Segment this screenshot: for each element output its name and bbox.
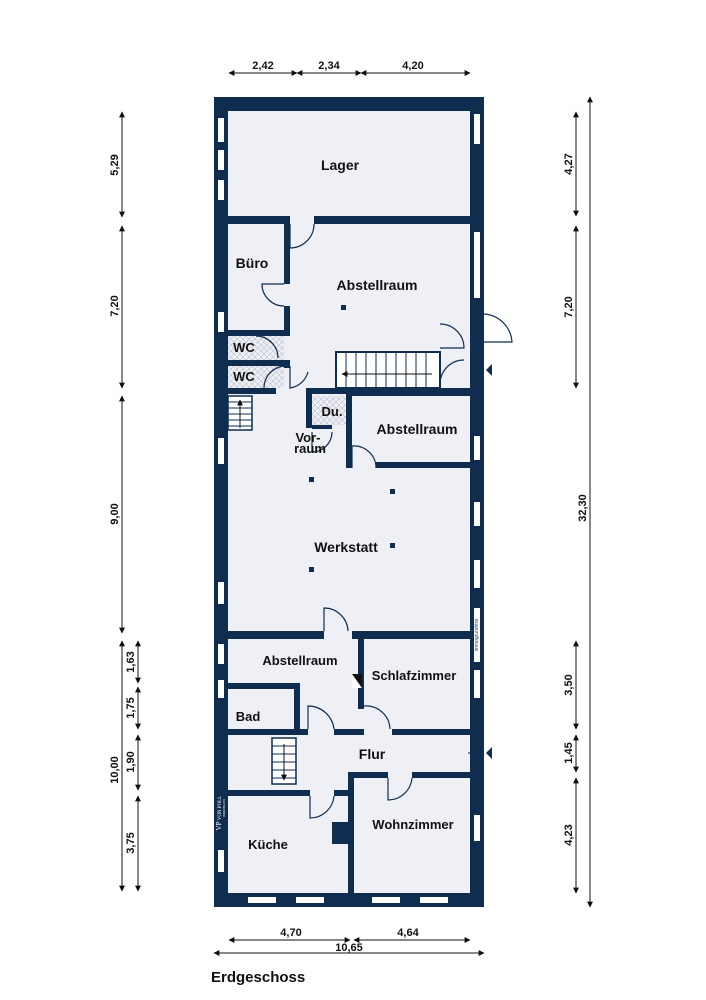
inner-walls bbox=[228, 216, 470, 893]
wc-floor-1 bbox=[228, 336, 284, 360]
dimension-lines bbox=[119, 70, 593, 956]
svg-text:VON POLL: VON POLL bbox=[218, 796, 223, 821]
watermark-side: immogrundriss bbox=[474, 608, 480, 662]
room-wohnzimmer: Wohnzimmer bbox=[372, 817, 453, 832]
staircase-flur bbox=[271, 737, 297, 785]
svg-text:VP: VP bbox=[215, 821, 223, 830]
room-dusche: Du. bbox=[322, 404, 343, 419]
staircase-left bbox=[227, 395, 253, 431]
dim-bottom-1: 4,70 bbox=[280, 927, 301, 939]
dim-left-outer-2: 7,20 bbox=[109, 295, 121, 316]
shower-floor bbox=[312, 396, 346, 425]
watermark-logo: VP VON POLL IMMOBILIEN bbox=[214, 776, 228, 834]
room-abstellraum-low: Abstellraum bbox=[262, 653, 337, 668]
room-abstellraum-top: Abstellraum bbox=[337, 277, 418, 293]
dim-bottom-total: 10,65 bbox=[335, 942, 363, 954]
dim-left-inner-3: 1,90 bbox=[125, 751, 137, 772]
room-werkstatt: Werkstatt bbox=[314, 539, 378, 555]
room-vorraum-2: raum bbox=[294, 441, 326, 456]
entrance-arrow-1 bbox=[486, 364, 492, 376]
dim-right-total: 32,30 bbox=[577, 494, 589, 522]
room-kueche: Küche bbox=[248, 837, 288, 852]
room-abstellraum-mid: Abstellraum bbox=[377, 421, 458, 437]
dim-left-inner-4: 3,75 bbox=[125, 832, 137, 853]
dim-right-inner-3: 3,50 bbox=[563, 674, 575, 695]
room-vorraum-1: Vor- bbox=[295, 430, 320, 445]
svg-text:immogrundriss: immogrundriss bbox=[474, 618, 480, 651]
room-lager: Lager bbox=[321, 157, 360, 173]
room-schlafzimmer: Schlafzimmer bbox=[372, 668, 457, 683]
staircase-main bbox=[335, 351, 441, 389]
dim-left-outer-3: 9,00 bbox=[109, 503, 121, 524]
dim-top-1: 2,42 bbox=[252, 60, 273, 72]
room-buero: Büro bbox=[236, 255, 269, 271]
room-flur: Flur bbox=[359, 746, 386, 762]
dim-right-inner-2: 7,20 bbox=[563, 296, 575, 317]
floor-title: Erdgeschoss bbox=[211, 969, 305, 986]
svg-text:IMMOBILIEN: IMMOBILIEN bbox=[222, 798, 226, 817]
dim-left-outer-4: 10,00 bbox=[109, 756, 121, 784]
outer-walls bbox=[214, 97, 484, 907]
dim-bottom-2: 4,64 bbox=[397, 927, 419, 939]
dim-left-inner-1: 1,63 bbox=[125, 651, 137, 672]
room-bad: Bad bbox=[236, 709, 261, 724]
dim-top-2: 2,34 bbox=[318, 60, 340, 72]
dim-right-inner-4: 1,45 bbox=[563, 742, 575, 763]
columns bbox=[309, 305, 395, 688]
room-wc-2: WC bbox=[233, 369, 255, 384]
windows bbox=[218, 114, 480, 903]
entrance-arrow-2 bbox=[486, 747, 492, 759]
dim-top-3: 4,20 bbox=[402, 60, 423, 72]
dim-left-inner-2: 1,75 bbox=[125, 697, 137, 718]
room-wc-1: WC bbox=[233, 340, 255, 355]
dim-left-outer-1: 5,29 bbox=[109, 154, 121, 175]
dimension-labels: 2,42 2,34 4,20 5,29 7,20 9,00 10,00 1,63… bbox=[109, 60, 589, 954]
dim-right-inner-1: 4,27 bbox=[563, 153, 575, 174]
doors bbox=[255, 223, 513, 819]
dim-right-inner-5: 4,23 bbox=[563, 824, 575, 845]
wc-floor-2 bbox=[228, 366, 284, 388]
